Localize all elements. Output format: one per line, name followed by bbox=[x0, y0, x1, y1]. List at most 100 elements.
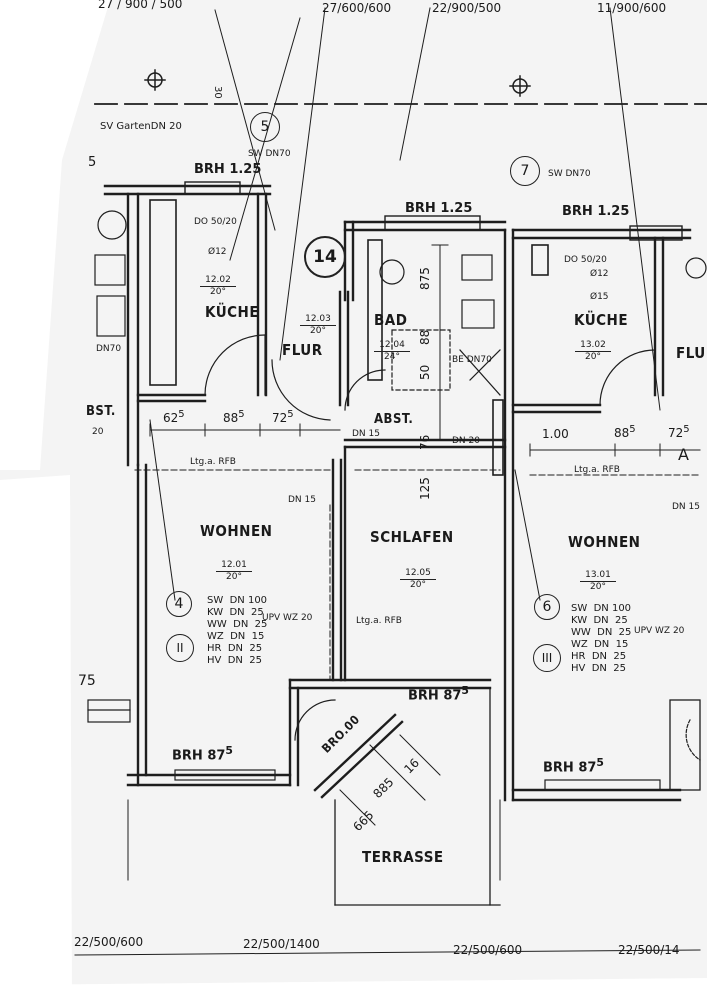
tag-wohnen-right: 13.01 20° bbox=[580, 570, 616, 593]
tag-bad-temp: 24° bbox=[374, 351, 410, 363]
coord-bottom-3: 22/500/600 bbox=[453, 943, 523, 957]
brh-875-terrasse-val: BRH 87 bbox=[408, 688, 462, 704]
coord-top-2: 27/600/600 bbox=[322, 1, 392, 15]
paper-blank-top-left bbox=[0, 0, 110, 470]
do-right: DO 50/20 bbox=[564, 255, 607, 265]
brh-bad: BRH 1.25 bbox=[405, 201, 473, 216]
brh-875-terrasse-sup: 5 bbox=[461, 684, 469, 697]
bottom-grid-lines bbox=[74, 799, 701, 956]
dn20-left: 20 bbox=[92, 427, 104, 437]
tag-schlafen-temp: 20° bbox=[400, 579, 436, 591]
tag-flur: 12.03 20° bbox=[300, 314, 336, 337]
diam12-right: Ø12 bbox=[590, 269, 609, 279]
dim-885-vert: 88 bbox=[418, 329, 432, 345]
roman-circle-ii: II bbox=[166, 634, 194, 662]
dim-725-left: 725 bbox=[272, 409, 294, 425]
tag-kueche-right: 13.02 20° bbox=[575, 340, 611, 363]
dimension-lines bbox=[134, 244, 701, 826]
sv-garten-label: SV GartenDN 20 bbox=[100, 121, 182, 132]
left-unit-walls bbox=[103, 181, 350, 787]
paper-blank-bottom-left bbox=[0, 475, 72, 1000]
dim-100: 1.00 bbox=[542, 427, 569, 441]
left-fixtures bbox=[87, 210, 131, 723]
dim-885-right: 885 bbox=[614, 424, 636, 440]
brh-875-right-val: BRH 87 bbox=[543, 760, 597, 776]
tag-schlafen-no: 12.05 bbox=[405, 568, 431, 578]
dim-725-right: 725 bbox=[668, 424, 690, 440]
room-kueche-left: KÜCHE bbox=[205, 303, 260, 321]
sw-dn70-left: SW DN70 bbox=[248, 149, 291, 159]
centre-unit-walls bbox=[288, 215, 515, 906]
coord-bottom-1: 22/500/600 bbox=[74, 935, 144, 949]
riser-list-right: SW DN 100 KW DN 25 WW DN 25 WZ DN 15 HR … bbox=[571, 603, 632, 674]
room-wohnen-right: WOHNEN bbox=[568, 533, 641, 551]
upv-left: UPV WZ 20 bbox=[262, 613, 313, 623]
room-flur-right: FLU bbox=[676, 344, 706, 362]
room-kueche-right: KÜCHE bbox=[574, 311, 629, 329]
riser-circle-4: 4 bbox=[166, 591, 192, 617]
room-flur: FLUR bbox=[282, 341, 323, 359]
dim-885-left-val: 88 bbox=[223, 411, 239, 425]
dim-725-left-val: 72 bbox=[272, 411, 288, 425]
ltg-rfb-schlafen: Ltg.a. RFB bbox=[356, 616, 402, 626]
unit-circle-5: 5 bbox=[250, 112, 280, 142]
right-unit-doors bbox=[599, 257, 707, 761]
diam15-right: Ø15 bbox=[590, 292, 609, 302]
dn15-flur: DN 15 bbox=[352, 429, 380, 439]
dn15-wohnen: DN 15 bbox=[288, 495, 316, 505]
paper-blank-bottom bbox=[0, 978, 707, 1000]
coord-top-4: 11/900/600 bbox=[597, 1, 667, 15]
tag-wohnen-right-no: 13.01 bbox=[585, 570, 611, 580]
dim-125-vert: 125 bbox=[418, 477, 432, 500]
brh-875-terrasse: BRH 875 bbox=[408, 684, 469, 704]
dn20-bad: DN 20 bbox=[452, 436, 480, 446]
tag-kueche-left-no: 12.02 bbox=[205, 275, 231, 285]
ltg-rfb-right: Ltg.a. RFB bbox=[574, 465, 620, 475]
tag-kueche-left-temp: 20° bbox=[200, 286, 236, 298]
tag-flur-temp: 20° bbox=[300, 325, 336, 337]
grid-ref-marks bbox=[144, 69, 531, 97]
tag-kueche-right-temp: 20° bbox=[575, 351, 611, 363]
riser-circle-6: 6 bbox=[534, 594, 560, 620]
unit-circle-14: 14 bbox=[304, 236, 346, 278]
brh-875-right-sup: 5 bbox=[596, 756, 604, 769]
tag-bad-no: 12.04 bbox=[379, 340, 405, 350]
dim-5-left: 5 bbox=[88, 155, 97, 170]
dim-885-right-sup: 5 bbox=[629, 424, 636, 435]
dn70-left: DN70 bbox=[96, 344, 122, 354]
coord-top-1: 27 / 900 / 500 bbox=[98, 0, 183, 11]
right-unit-walls bbox=[511, 225, 701, 802]
room-terrasse: TERRASSE bbox=[362, 848, 444, 866]
room-wohnen-left: WOHNEN bbox=[200, 522, 273, 540]
riser-list-left: SW DN 100 KW DN 25 WW DN 25 WZ DN 15 HR … bbox=[207, 595, 268, 666]
sw-dn70-right: SW DN70 bbox=[548, 169, 591, 179]
tag-wohnen-left: 12.01 20° bbox=[216, 560, 252, 583]
brh-kueche-left: BRH 1.25 bbox=[194, 162, 262, 177]
dim-625: 625 bbox=[163, 410, 185, 425]
brh-875-right: BRH 875 bbox=[543, 756, 604, 776]
dim-625-val: 62 bbox=[163, 411, 179, 425]
dim-30: 30 bbox=[212, 86, 223, 99]
room-bad: BAD bbox=[374, 311, 408, 329]
left-unit-doors bbox=[204, 334, 336, 741]
tag-wohnen-right-temp: 20° bbox=[580, 581, 616, 593]
brh-kueche-right: BRH 1.25 bbox=[562, 204, 630, 219]
dim-50-vert: 50 bbox=[418, 364, 432, 380]
room-schlafen: SCHLAFEN bbox=[370, 528, 454, 546]
tag-kueche-right-no: 13.02 bbox=[580, 340, 606, 350]
section-mark-a: A bbox=[678, 445, 689, 464]
brh-875-left-val: BRH 87 bbox=[172, 748, 226, 764]
unit-circle-7: 7 bbox=[510, 156, 540, 186]
dim-725-left-sup: 5 bbox=[287, 409, 294, 420]
dim-885-left-sup: 5 bbox=[238, 409, 245, 420]
dim-725-right-val: 72 bbox=[668, 426, 684, 440]
dim-75-left: 75 bbox=[78, 673, 96, 689]
dim-875-vert: 875 bbox=[418, 267, 432, 290]
dim-725-right-sup: 5 bbox=[683, 424, 690, 435]
coord-bottom-4: 22/500/14 bbox=[618, 943, 680, 957]
bath-fixtures bbox=[379, 254, 501, 396]
tag-schlafen: 12.05 20° bbox=[400, 568, 436, 591]
diam12-left: Ø12 bbox=[208, 247, 227, 257]
dim-885-right-val: 88 bbox=[614, 426, 630, 440]
